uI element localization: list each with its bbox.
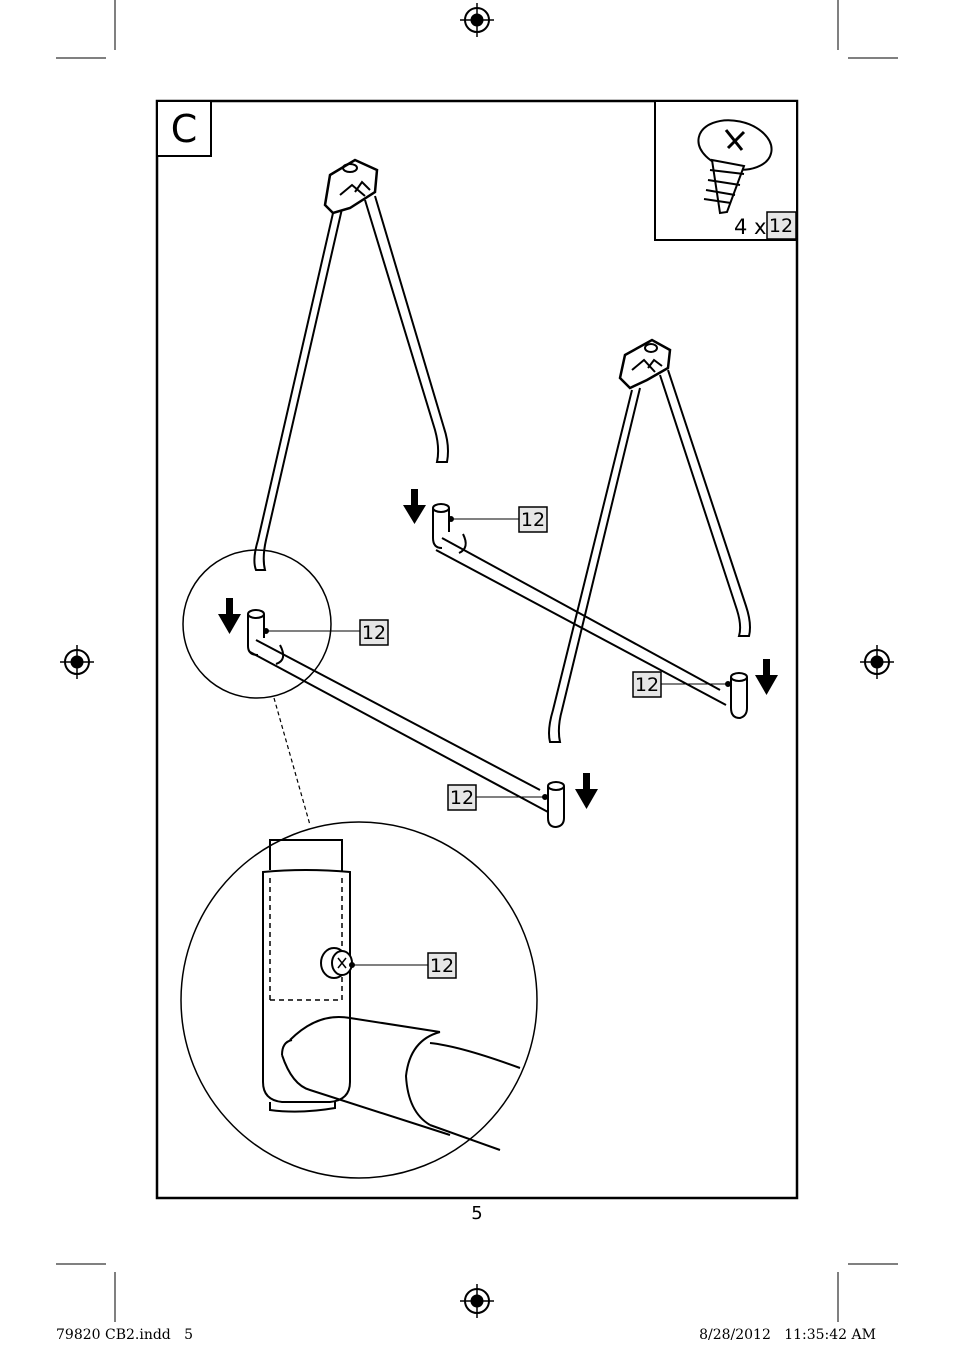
screw-icon [697, 119, 773, 215]
part-callout: 12 [359, 619, 389, 646]
rear-crossbar [432, 503, 748, 720]
file-slug: 79820 CB2.indd 5 [56, 1327, 193, 1343]
hardware-part-box [766, 211, 797, 240]
step-letter: C [171, 107, 198, 151]
registration-mark-bottom [460, 1284, 494, 1318]
registration-mark-left [60, 645, 94, 679]
hardware-box: 4 x 12 [654, 100, 798, 241]
page-number: 5 [471, 1203, 482, 1224]
part-callout: 12 [427, 952, 457, 979]
part-callout: 12 [518, 506, 548, 533]
registration-mark-right [860, 645, 894, 679]
down-arrow-icon [403, 489, 426, 524]
svg-text:12: 12 [362, 622, 386, 644]
part-callout: 12 [447, 784, 477, 811]
registration-mark-top [460, 3, 494, 37]
down-arrow-icon [755, 659, 778, 695]
hardware-part-number: 12 [769, 215, 793, 237]
part-callout: 12 [632, 671, 662, 698]
svg-text:12: 12 [635, 674, 659, 696]
instruction-frame [155, 99, 799, 1200]
down-arrow-icon [218, 598, 241, 634]
front-crossbar [247, 609, 565, 829]
svg-text:12: 12 [450, 787, 474, 809]
detail-circle-small [182, 549, 332, 699]
svg-text:12: 12 [521, 509, 545, 531]
left-a-frame [253, 158, 449, 571]
step-box [156, 100, 212, 157]
down-arrow-icon [575, 773, 598, 809]
right-a-frame [548, 338, 751, 743]
hardware-quantity: 4 x [734, 215, 766, 239]
print-timestamp: 8/28/2012 11:35:42 AM [699, 1327, 876, 1343]
detail-leader-lines [273, 697, 311, 826]
detail-circle-large [180, 821, 538, 1179]
crop-marks [56, 0, 898, 1322]
callout-leaders [263, 516, 731, 968]
svg-text:12: 12 [430, 955, 454, 977]
